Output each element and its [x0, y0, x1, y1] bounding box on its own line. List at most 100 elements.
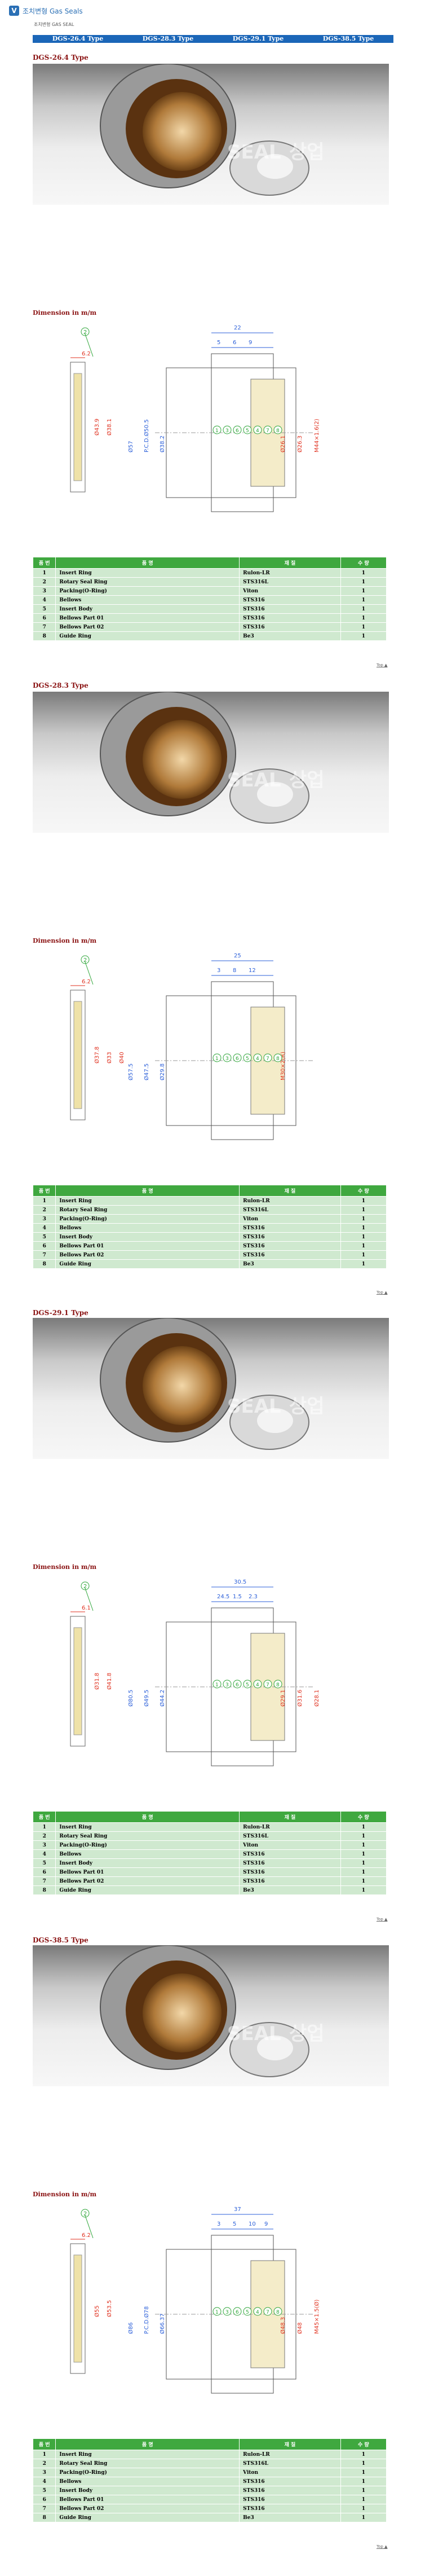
cell-name: Guide Ring — [55, 631, 240, 641]
part-bubble-label: 3 — [225, 428, 229, 434]
cell-qty: 1 — [340, 622, 387, 632]
dim-label: Ø41.8 — [106, 1673, 113, 1690]
column-header-name: 품 명 — [55, 1185, 240, 1197]
cell-no: 1 — [32, 568, 56, 578]
dim-label: 25 — [234, 953, 241, 959]
cell-name: Insert Ring — [55, 2450, 240, 2459]
ring-fill — [73, 1627, 82, 1735]
ring-side-outline — [70, 362, 86, 493]
cell-name: Rotary Seal Ring — [55, 2459, 240, 2468]
cell-name: Bellows Part 02 — [55, 1250, 240, 1260]
dimension-heading: Dimension in m/m — [33, 937, 97, 944]
dim-label: Ø66.37 — [159, 2314, 166, 2335]
ring-side-outline — [70, 1616, 86, 1747]
dim-label: Ø38.2 — [159, 436, 166, 452]
watermark-korean: 상업 — [289, 2023, 325, 2045]
dim-label: Ø31.6 — [296, 1690, 303, 1707]
cell-no: 4 — [32, 595, 56, 605]
tab-dgs-26-4[interactable]: DGS-26.4 Type — [52, 35, 104, 42]
cell-material: STS316 — [239, 1876, 341, 1886]
cell-no: 8 — [32, 1259, 56, 1269]
part-bubble — [223, 1053, 232, 1062]
back-to-top-link[interactable]: Top ▲ — [377, 1917, 388, 1922]
dim-label: 10 — [249, 2221, 256, 2227]
column-header-no: 품 번 — [32, 1185, 56, 1197]
dim-label: 2.3 — [249, 1594, 258, 1600]
cell-qty: 1 — [340, 2513, 387, 2522]
cell-material: STS316 — [239, 622, 341, 632]
cell-name: Insert Ring — [55, 1822, 240, 1832]
cell-material: Viton — [239, 2468, 341, 2477]
type-tabs: DGS-26.4 Type DGS-28.3 Type DGS-29.1 Typ… — [33, 35, 393, 43]
dim-label: Ø57 — [127, 441, 134, 452]
cell-name: Rotary Seal Ring — [55, 1831, 240, 1841]
part-bubble-label: 8 — [276, 1682, 280, 1688]
part-bubble — [243, 1053, 252, 1062]
tab-dgs-38-5[interactable]: DGS-38.5 Type — [322, 35, 374, 42]
cell-name: Insert Body — [55, 604, 240, 614]
cell-no: 8 — [32, 1885, 56, 1895]
section-title: DGS-38.5 Type — [33, 1936, 88, 1944]
column-header-qty: 수 량 — [340, 1811, 387, 1823]
part-bubble — [212, 2307, 222, 2316]
dim-label: Ø29.1 — [280, 1690, 286, 1707]
cell-qty: 1 — [340, 1876, 387, 1886]
cell-name: Bellows — [55, 1223, 240, 1233]
part-bubble-label: 6 — [236, 1682, 239, 1688]
cell-material: STS316L — [239, 1831, 341, 1841]
part-bubble — [233, 1680, 242, 1689]
cell-no: 2 — [32, 1205, 56, 1215]
part-bubble-label: 6 — [236, 428, 239, 434]
brand-logo-icon: V — [9, 6, 19, 16]
cell-qty: 1 — [340, 1205, 387, 1215]
part-bubble-label: 5 — [246, 428, 249, 434]
dim-label: 12 — [249, 968, 256, 974]
back-to-top-link[interactable]: Top ▲ — [377, 2544, 388, 2549]
ring-fill — [73, 373, 82, 481]
part-bubble-label: 5 — [246, 1682, 249, 1688]
part-bubble-label: 8 — [276, 1056, 280, 1062]
leader-label: 2 — [83, 1584, 87, 1590]
dim-label: Ø57.5 — [127, 1063, 134, 1080]
dim-label: 8 — [233, 968, 236, 974]
dim-label: 30.5 — [234, 1579, 246, 1585]
back-to-top-link[interactable]: Top ▲ — [377, 1290, 388, 1295]
dim-label: 6.2 — [82, 351, 91, 357]
dim-label: 1.5 — [233, 1594, 242, 1600]
section-title: DGS-26.4 Type — [33, 54, 88, 61]
cell-material: STS316L — [239, 1205, 341, 1215]
dim-label: Ø53.5 — [106, 2300, 113, 2317]
cell-qty: 1 — [340, 2486, 387, 2495]
page-title: 조치변형 Gas Seals — [23, 7, 83, 15]
part-bubble — [273, 1680, 282, 1689]
part-bubble — [212, 1680, 222, 1689]
dim-label: Ø49.5 — [143, 1690, 150, 1707]
cell-name: Bellows Part 01 — [55, 1867, 240, 1877]
cell-qty: 1 — [340, 1885, 387, 1895]
cell-no: 8 — [32, 2513, 56, 2522]
dim-label: P.C.D.Ø78 — [143, 2306, 150, 2334]
part-bubble-label: 8 — [276, 428, 280, 434]
tab-dgs-28-3[interactable]: DGS-28.3 Type — [142, 35, 194, 42]
cell-name: Bellows — [55, 595, 240, 605]
column-header-no: 품 번 — [32, 1811, 56, 1823]
cell-no: 1 — [32, 1822, 56, 1832]
seal-ring-hole-shape — [257, 154, 293, 179]
back-to-top-link[interactable]: Top ▲ — [377, 663, 388, 667]
part-bubble — [253, 425, 262, 434]
tab-dgs-29-1[interactable]: DGS-29.1 Type — [232, 35, 284, 42]
cell-qty: 1 — [340, 1232, 387, 1242]
cell-qty: 1 — [340, 2504, 387, 2513]
dim-label: Ø55 — [94, 2305, 100, 2317]
cell-qty: 1 — [340, 2459, 387, 2468]
cell-qty: 1 — [340, 1831, 387, 1841]
dim-label: Ø31.8 — [94, 1673, 100, 1690]
